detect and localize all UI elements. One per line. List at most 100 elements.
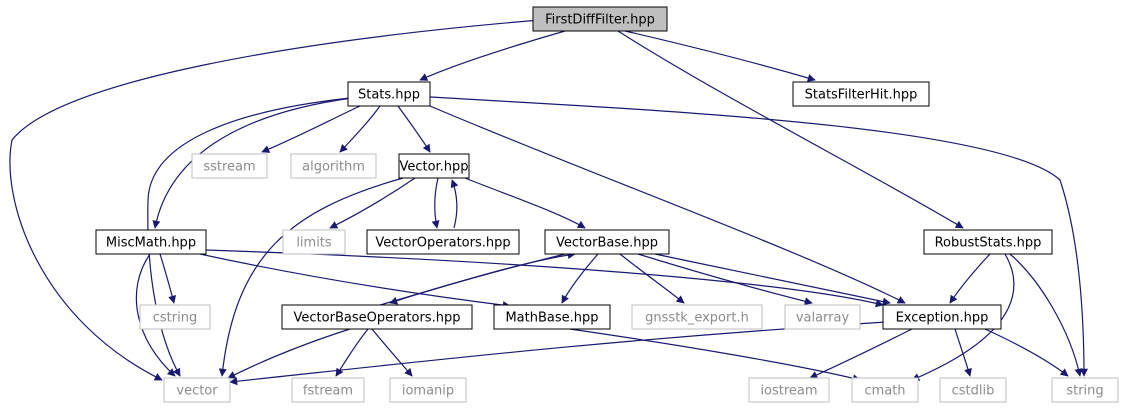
node-label: VectorBase.hpp <box>556 236 658 251</box>
node-box <box>882 304 1002 330</box>
edge-vector_hpp-to-vectorbase <box>464 177 586 229</box>
node-box <box>139 304 211 330</box>
node-label: limits <box>296 236 332 251</box>
edge-vector_hpp-to-limits <box>329 177 416 229</box>
node-label: Exception.hpp <box>896 311 989 326</box>
node-mathbase[interactable]: MathBase.hpp <box>493 304 611 330</box>
node-label: StatsFilterHit.hpp <box>805 88 918 103</box>
edge-stats-to-exception <box>429 105 906 304</box>
node-box <box>290 153 377 179</box>
node-label: cmath <box>864 384 905 399</box>
node-algorithm: algorithm <box>290 153 377 179</box>
node-exception[interactable]: Exception.hpp <box>882 304 1002 330</box>
edge-vectorbase-to-exception <box>654 253 891 306</box>
node-box <box>191 153 268 179</box>
node-root[interactable]: FirstDiffFilter.hpp <box>532 6 668 32</box>
edge-vectoroperators-to-vector_hpp <box>450 179 459 229</box>
edge-vectorbase-to-valarray <box>637 253 813 306</box>
edge-robuststats-to-exception <box>949 253 991 304</box>
edge-robuststats-to-string <box>1009 253 1083 377</box>
node-label: algorithm <box>302 160 365 175</box>
node-label: sstream <box>203 160 255 175</box>
node-statsfilterhit[interactable]: StatsFilterHit.hpp <box>792 81 930 107</box>
node-label: VectorOperators.hpp <box>375 236 510 251</box>
node-box <box>544 229 670 255</box>
node-label: string <box>1066 384 1103 399</box>
edge-vectorbaseoperators-to-vectorbase <box>379 251 576 306</box>
edge-vectorbaseoperators-to-iomanip <box>371 328 413 377</box>
node-box <box>493 304 611 330</box>
node-iostream: iostream <box>748 377 830 403</box>
edge-stats-to-sstream <box>261 105 361 153</box>
node-box <box>163 377 231 403</box>
node-iomanip: iomanip <box>389 377 467 403</box>
edge-stats-to-miscmath <box>152 97 353 229</box>
node-box <box>389 377 467 403</box>
edge-miscmath-to-mathbase <box>199 253 511 310</box>
node-box <box>1051 377 1119 403</box>
node-cmath: cmath <box>851 377 919 403</box>
node-box <box>281 304 473 330</box>
node-label: cstdlib <box>952 384 995 399</box>
node-label: cstring <box>153 311 197 326</box>
node-vectorbaseoperators[interactable]: VectorBaseOperators.hpp <box>281 304 473 330</box>
node-box <box>631 304 763 330</box>
edge-root-to-robuststats <box>617 30 964 229</box>
node-gnsstk_export: gnsstk_export.h <box>631 304 763 330</box>
edge-root-to-vector <box>9 19 541 381</box>
edge-stats-to-vector_hpp <box>397 105 431 153</box>
node-robuststats[interactable]: RobustStats.hpp <box>923 229 1053 255</box>
node-box <box>748 377 830 403</box>
node-label: VectorBaseOperators.hpp <box>294 311 461 326</box>
node-box <box>923 229 1053 255</box>
node-label: iomanip <box>402 384 454 399</box>
node-label: FirstDiffFilter.hpp <box>545 13 655 28</box>
node-miscmath[interactable]: MiscMath.hpp <box>95 229 207 255</box>
edge-exception-to-iostream <box>809 328 913 379</box>
node-label: iostream <box>760 384 817 399</box>
node-box <box>95 229 207 255</box>
edge-vector_hpp-to-vectoroperators <box>431 177 440 229</box>
edge-miscmath-to-exception <box>205 249 884 308</box>
edge-vectorbaseoperators-to-fstream <box>335 328 369 377</box>
node-string: string <box>1051 377 1119 403</box>
node-box <box>532 6 668 32</box>
edge-robuststats-to-cmath <box>911 253 1015 381</box>
node-box <box>939 377 1007 403</box>
node-vector: vector <box>163 377 231 403</box>
node-box <box>398 153 470 179</box>
node-vectoroperators[interactable]: VectorOperators.hpp <box>366 229 520 255</box>
edge-vectorbase-to-gnsstk_export <box>619 253 685 304</box>
node-fstream: fstream <box>291 377 365 403</box>
node-vector_hpp[interactable]: Vector.hpp <box>398 153 470 179</box>
edge-exception-to-cstdlib <box>954 328 972 377</box>
node-label: fstream <box>303 384 353 399</box>
node-cstring: cstring <box>139 304 211 330</box>
node-box <box>784 304 861 330</box>
node-box <box>851 377 919 403</box>
node-cstdlib: cstdlib <box>939 377 1007 403</box>
node-label: gnsstk_export.h <box>645 311 749 326</box>
node-sstream: sstream <box>191 153 268 179</box>
edge-exception-to-string <box>984 328 1069 377</box>
node-box <box>347 81 431 107</box>
node-label: RobustStats.hpp <box>935 236 1042 251</box>
edge-stats-to-string <box>429 96 1088 377</box>
edge-root-to-statsfilterhit <box>624 30 816 82</box>
edge-miscmath-to-vector <box>135 253 176 377</box>
edges-layer <box>9 19 1088 386</box>
node-box <box>792 81 930 107</box>
node-vectorbase[interactable]: VectorBase.hpp <box>544 229 670 255</box>
node-box <box>366 229 520 255</box>
edge-vectorbase-to-mathbase <box>561 253 599 304</box>
edge-exception-to-vector <box>229 321 887 386</box>
edge-mathbase-to-cmath <box>569 328 861 383</box>
edge-stats-to-vector <box>147 97 351 377</box>
node-label: valarray <box>796 311 850 326</box>
node-label: Vector.hpp <box>399 160 468 175</box>
node-box <box>291 377 365 403</box>
edge-miscmath-to-cstring <box>159 253 177 304</box>
node-stats[interactable]: Stats.hpp <box>347 81 431 107</box>
edge-vector_hpp-to-vector <box>218 177 404 377</box>
